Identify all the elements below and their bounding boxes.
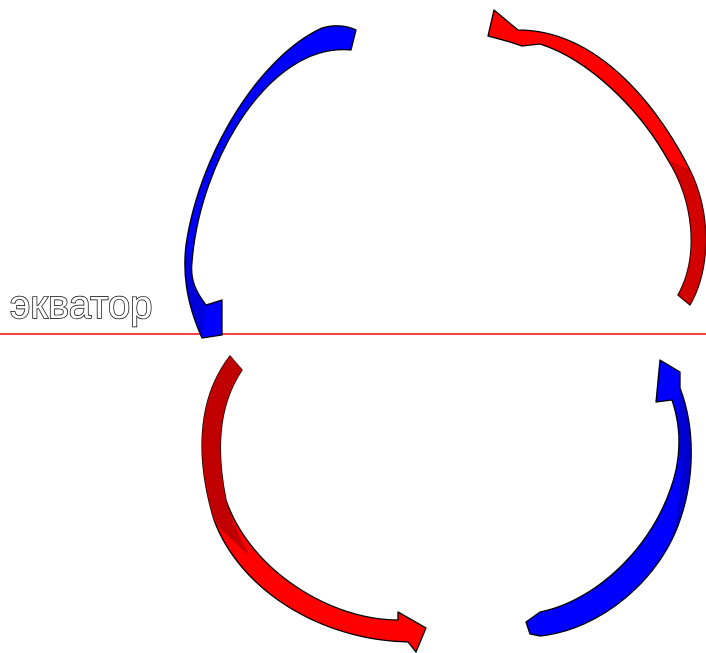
lower-right-arrow: [525, 359, 692, 637]
lower-left-arrow: [201, 355, 427, 653]
upper-left-arrow: [184, 25, 357, 339]
upper-right-arrow: [487, 9, 706, 306]
equator-label: экватор: [10, 283, 152, 327]
